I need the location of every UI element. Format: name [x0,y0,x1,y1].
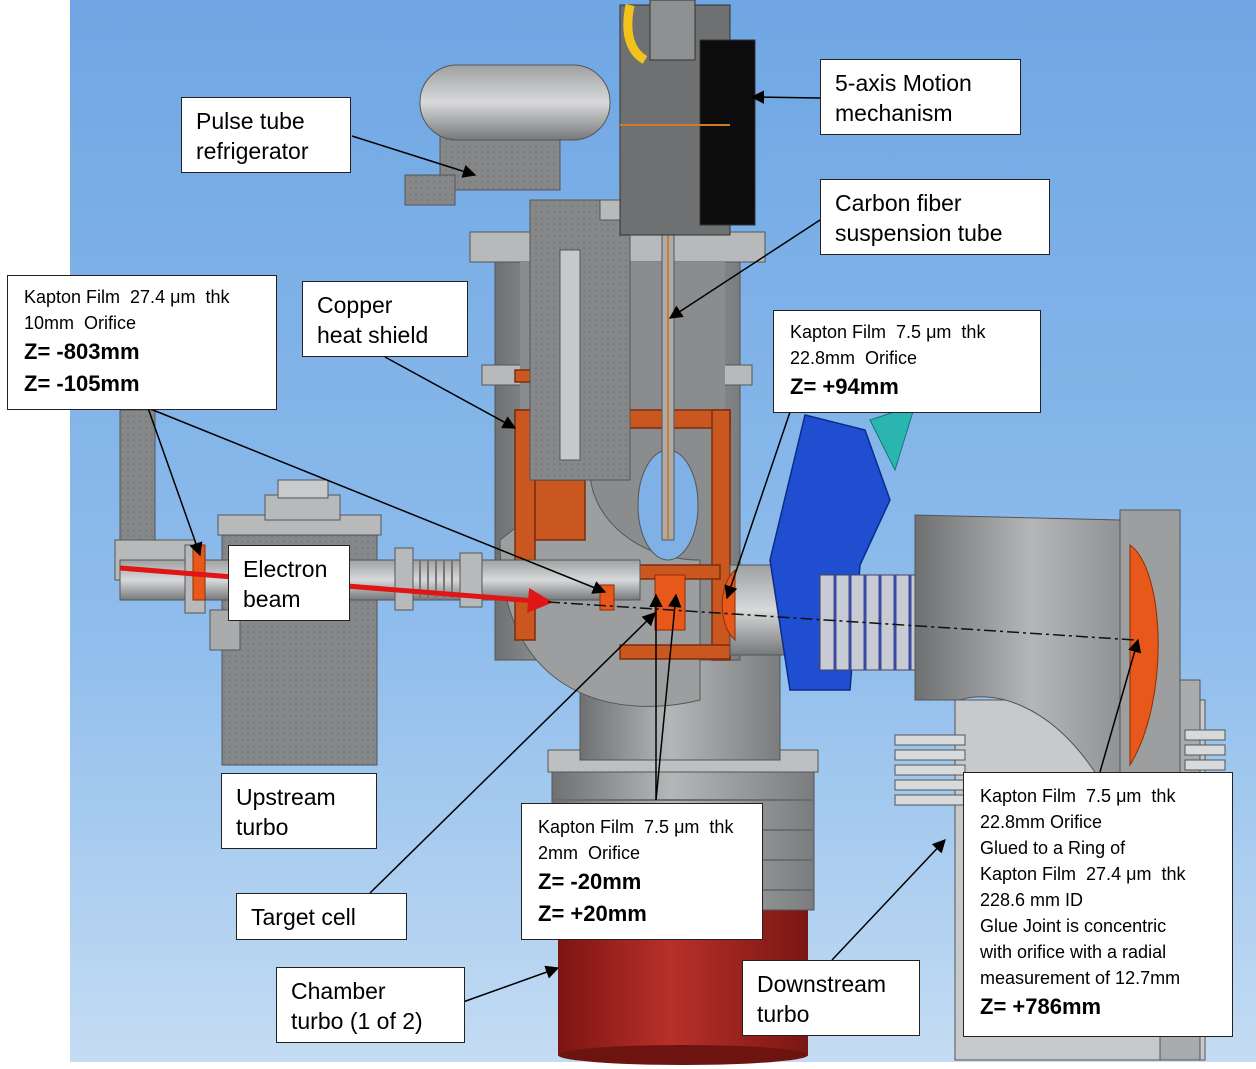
target-window-info: Kapton Film 7.5 μm thk 2mm Orifice Z= -2… [521,803,763,940]
info-line: Kapton Film 7.5 μm thk [538,817,734,837]
info-line: Glued to a Ring of [980,838,1126,858]
carbon-fiber-label: Carbon fiber suspension tube [820,179,1050,255]
info-line: 228.6 mm ID [980,890,1084,910]
chamber-turbo-label: Chamber turbo (1 of 2) [276,967,465,1043]
downstream-window-info: Kapton Film 7.5 μm thk 22.8mm Orifice Gl… [963,772,1233,1037]
info-line: Kapton Film 7.5 μm thk [980,786,1176,806]
exit-beam-line [729,404,936,691]
downstream-turbo-label: Downstream turbo [742,960,920,1036]
z-position: Z= -20mm [538,869,642,894]
info-line: Kapton Film 7.5 μm thk [790,322,986,342]
info-line: Kapton Film 27.4 μm thk [980,864,1186,884]
exit-window-info: Kapton Film 7.5 μm thk 22.8mm Orifice Z=… [773,310,1041,413]
motion-mechanism-label: 5-axis Motion mechanism [820,59,1021,135]
z-position: Z= -105mm [24,371,140,396]
info-line: measurement of 12.7mm [980,968,1181,988]
info-line: with orifice with a radial [980,942,1167,962]
info-line: 10mm Orifice [24,313,137,333]
z-position: Z= +94mm [790,374,899,399]
z-position: Z= -803mm [24,339,140,364]
info-line: Kapton Film 27.4 μm thk [24,287,230,307]
pulse-tube-refrigerator [404,64,631,481]
upstream-turbo-label: Upstream turbo [221,773,377,849]
info-line: 22.8mm Orifice [790,348,918,368]
z-position: Z= +20mm [538,901,647,926]
callout-leaders [147,90,1142,1003]
upstream-turbo-body [209,479,382,766]
electron-beam-label: Electron beam [228,545,350,621]
motion-mechanism [619,0,756,236]
pulse-tube-label: Pulse tube refrigerator [181,97,351,173]
info-line: 22.8mm Orifice [980,812,1103,832]
info-line: Glue Joint is concentric [980,916,1167,936]
target-cell-label: Target cell [236,893,407,940]
z-position: Z= +786mm [980,994,1102,1019]
info-line: 2mm Orifice [538,843,641,863]
beam-pipe [119,544,641,614]
upstream-window-info: Kapton Film 27.4 μm thk 10mm Orifice Z= … [7,275,277,410]
copper-heat-shield-label: Copper heat shield [302,281,468,357]
beam-axis-line [547,601,1136,641]
